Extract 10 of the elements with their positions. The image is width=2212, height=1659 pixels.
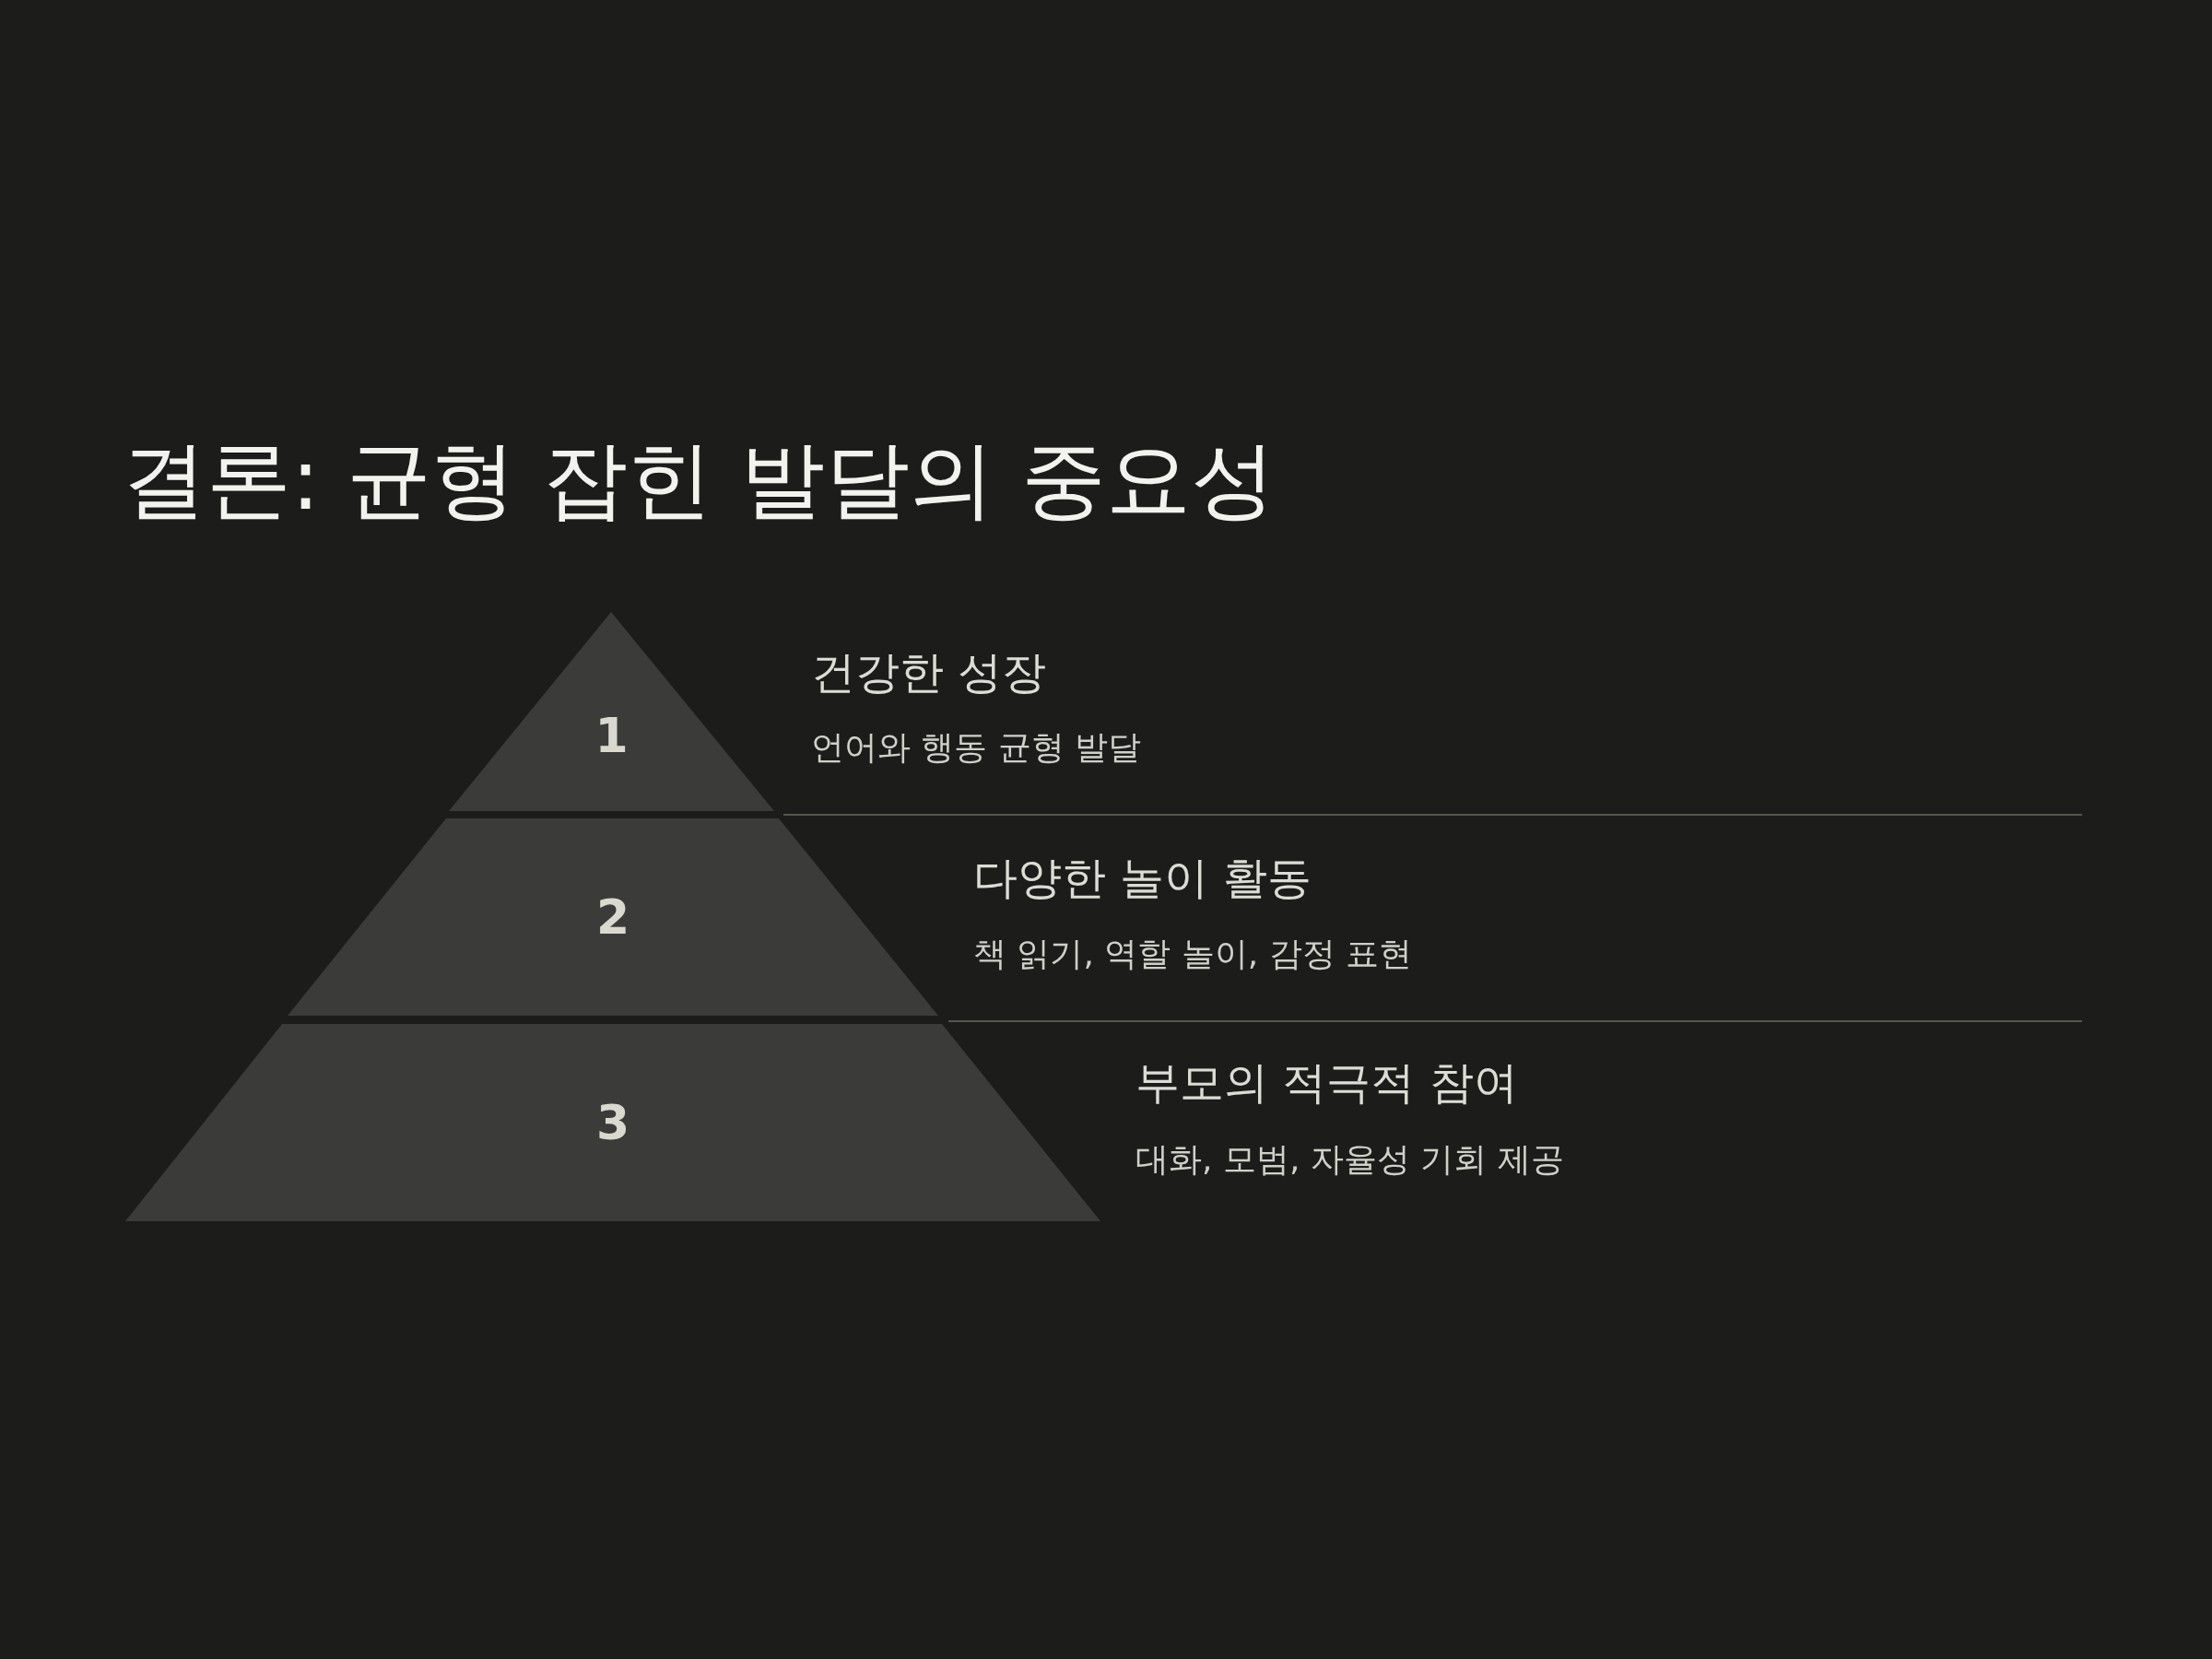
tier-number: 3 bbox=[595, 1099, 630, 1147]
tier-heading: 부모의 적극적 참여 bbox=[1135, 1056, 1518, 1110]
tier-heading: 다양한 놀이 활동 bbox=[973, 852, 1312, 905]
tier-description: 언어와 행동 균형 발달 bbox=[811, 727, 1142, 768]
tier-description: 대화, 모범, 자율성 기회 제공 bbox=[1135, 1139, 1564, 1180]
tier-number: 2 bbox=[595, 893, 630, 941]
slide-title: 결론: 균형 잡힌 발달의 중요성 bbox=[122, 433, 1276, 527]
tier-description: 책 읽기, 역할 놀이, 감정 표현 bbox=[973, 934, 1413, 974]
tier-number: 1 bbox=[594, 711, 629, 759]
tier-heading: 건강한 성장 bbox=[811, 646, 1047, 700]
